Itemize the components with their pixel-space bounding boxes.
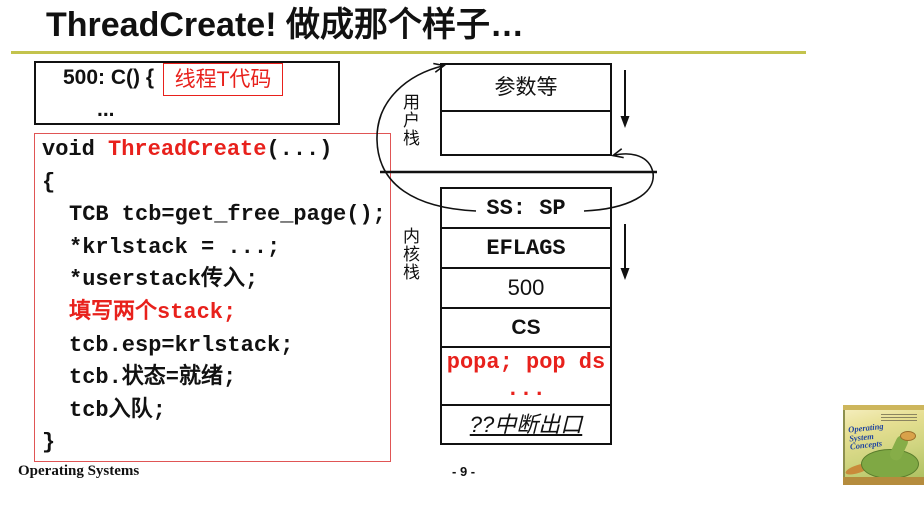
kernel-stack-cell-text: SS: SP: [486, 195, 566, 221]
code-line-krlstack: *krlstack = ...;: [69, 234, 281, 260]
kernel-stack-cell-text: 500: [507, 275, 545, 300]
code-line-userstack: *userstack传入;: [69, 267, 259, 293]
caller-signature: 500: C() {: [63, 66, 155, 89]
slide-title: ThreadCreate! 做成那个样子…: [46, 6, 524, 44]
code-line-enqueue: tcb入队;: [69, 397, 166, 423]
code-line-open-brace: {: [42, 169, 56, 195]
code-line-fill-stacks: 填写两个stack;: [69, 299, 237, 325]
kernel-stack-cell-return-address: 500: [442, 269, 610, 309]
code-line-tcb-esp: tcb.esp=krlstack;: [69, 332, 294, 358]
kernel-stack-cell-text: popa; pop ds: [446, 350, 606, 375]
dinosaur-head: [900, 431, 916, 441]
page-number: - 9 -: [452, 464, 476, 479]
kernel-stack-cell-interrupt-exit: ??中断出口: [442, 406, 610, 443]
code-listing: void ThreadCreate(...) { TCB tcb=get_fre…: [42, 134, 386, 460]
caller-ellipsis: ...: [97, 98, 115, 121]
user-stack-label: 用户栈: [400, 93, 419, 147]
code-function-name: ThreadCreate: [108, 137, 267, 162]
cover-title: Operating System Concepts: [847, 420, 884, 452]
dinosaur-illustration: [861, 449, 919, 479]
code-line-signature: void ThreadCreate(...): [42, 134, 386, 167]
code-params: (...): [266, 137, 333, 162]
code-line-tcb-alloc: TCB tcb=get_free_page();: [69, 202, 386, 228]
threadcreate-code-box: void ThreadCreate(...) { TCB tcb=get_fre…: [34, 133, 391, 462]
kernel-stack: SS: SP EFLAGS 500 CS popa; pop ds ... ??…: [440, 187, 612, 445]
cover-fine-print: [881, 420, 917, 421]
kernel-stack-cell-ss-sp: SS: SP: [442, 189, 610, 229]
kernel-stack-cell-text: EFLAGS: [486, 235, 566, 261]
book-cover-image: Operating System Concepts: [843, 405, 924, 485]
cover-ground: [843, 477, 924, 485]
kernel-stack-cell-text: CS: [511, 315, 541, 339]
user-stack-cell-empty: [442, 112, 610, 154]
user-stack-cell-text: 参数等: [494, 75, 558, 99]
cover-fine-print: [881, 417, 917, 418]
code-line-tcb-state: tcb.状态=就绪;: [69, 365, 237, 391]
code-line-close-brace: }: [42, 430, 56, 456]
thread-code-tag: 线程T代码: [163, 63, 283, 96]
kernel-stack-cell-eflags: EFLAGS: [442, 229, 610, 269]
title-underline: [11, 51, 806, 54]
kernel-stack-cell-text: ??中断出口: [469, 411, 583, 437]
kernel-stack-cell-ellipsis: ...: [506, 377, 546, 402]
kernel-stack-cell-cs: CS: [442, 309, 610, 348]
user-stack: 参数等: [440, 63, 612, 156]
user-stack-growth-arrowhead: [620, 116, 630, 128]
footer-course-name: Operating Systems: [18, 463, 140, 479]
caller-code-box: 500: C() { 线程T代码 ...: [34, 61, 340, 125]
ss-sp-to-user-stack-bottom-arrowhead: [611, 148, 624, 159]
user-stack-cell-params: 参数等: [442, 65, 610, 112]
code-keyword: void: [42, 137, 109, 162]
cover-fine-print: [881, 414, 917, 415]
kernel-stack-cell-popa: popa; pop ds ...: [442, 348, 610, 406]
kernel-stack-label: 内核栈: [400, 227, 419, 281]
kernel-stack-growth-arrowhead: [620, 268, 630, 280]
cover-top-band: [843, 405, 924, 410]
